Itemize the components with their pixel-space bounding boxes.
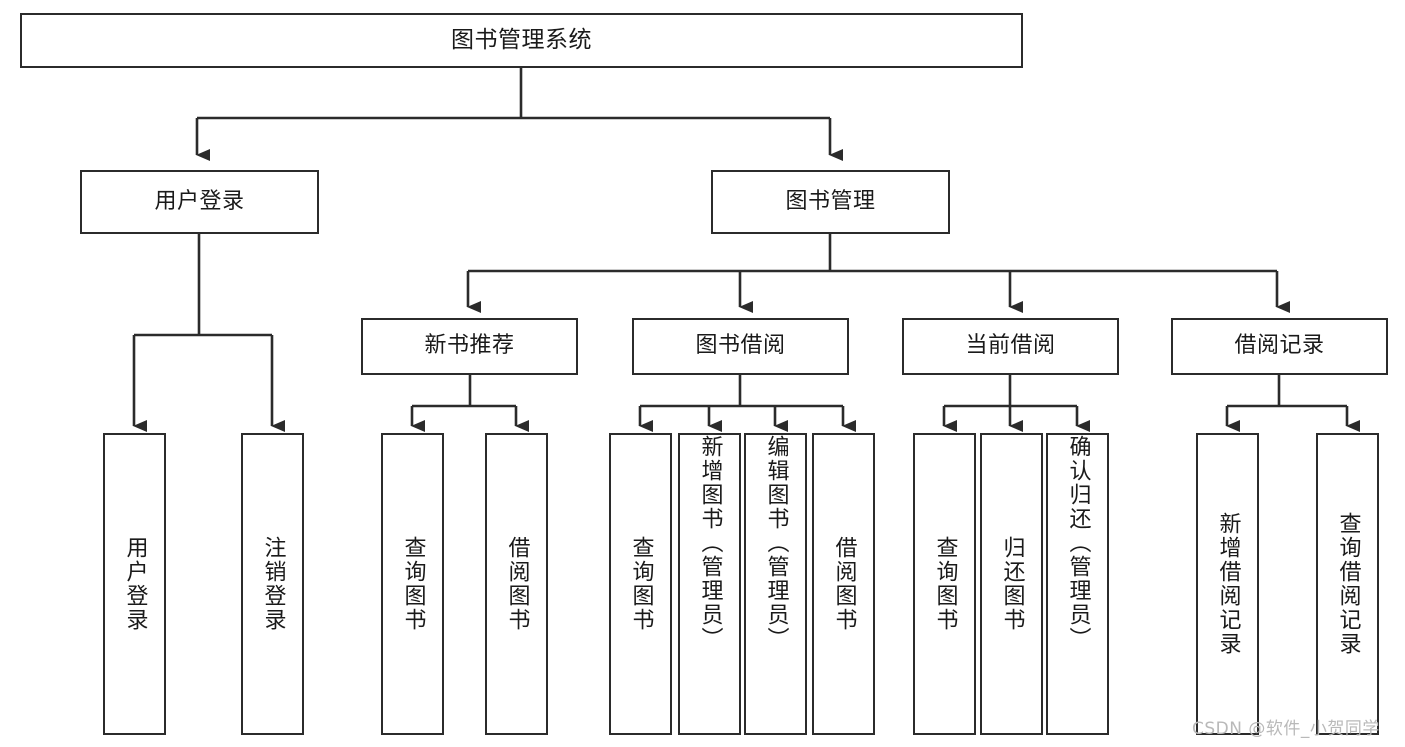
leaf-new-book-query-book[interactable]: 查询图书 xyxy=(381,433,444,735)
node-label: 图书借阅 xyxy=(695,333,786,359)
node-root-book-management-system[interactable]: 图书管理系统 xyxy=(20,13,1023,68)
node-label: 确认归还（管理员） xyxy=(1065,435,1091,651)
node-label: 图书管理 xyxy=(785,188,876,214)
node-label: 注销登录 xyxy=(260,536,286,632)
node-borrow-record[interactable]: 借阅记录 xyxy=(1171,318,1388,375)
leaf-book-borrow-add-book[interactable]: 新增图书（管理员） xyxy=(678,433,741,735)
node-label: 借阅图书 xyxy=(504,536,530,632)
node-label: 借阅图书 xyxy=(831,536,857,632)
leaf-book-borrow-edit-book[interactable]: 编辑图书（管理员） xyxy=(744,433,807,735)
node-label: 图书管理系统 xyxy=(451,26,592,53)
node-label: 编辑图书（管理员） xyxy=(763,435,789,651)
leaf-borrow-record-add-record[interactable]: 新增借阅记录 xyxy=(1196,433,1259,735)
leaf-book-borrow-borrow-book[interactable]: 借阅图书 xyxy=(812,433,875,735)
leaf-borrow-record-query-record[interactable]: 查询借阅记录 xyxy=(1316,433,1379,735)
node-label: 归还图书 xyxy=(999,536,1025,632)
node-label: 查询图书 xyxy=(400,536,426,632)
node-label: 新增图书（管理员） xyxy=(697,435,723,651)
node-book-borrow[interactable]: 图书借阅 xyxy=(632,318,849,375)
node-label: 当前借阅 xyxy=(965,333,1056,359)
node-label: 查询借阅记录 xyxy=(1335,512,1361,656)
node-book-management[interactable]: 图书管理 xyxy=(711,170,950,234)
node-label: 用户登录 xyxy=(122,536,148,632)
csdn-watermark: CSDN @软件_小贺同学 xyxy=(1192,719,1380,739)
node-label: 借阅记录 xyxy=(1234,333,1325,359)
leaf-book-borrow-query-book[interactable]: 查询图书 xyxy=(609,433,672,735)
node-new-book-recommend[interactable]: 新书推荐 xyxy=(361,318,578,375)
leaf-current-borrow-query-book[interactable]: 查询图书 xyxy=(913,433,976,735)
node-label: 新增借阅记录 xyxy=(1215,512,1241,656)
leaf-current-borrow-return-book[interactable]: 归还图书 xyxy=(980,433,1043,735)
node-user-login[interactable]: 用户登录 xyxy=(80,170,319,234)
leaf-current-borrow-confirm-return[interactable]: 确认归还（管理员） xyxy=(1046,433,1109,735)
leaf-user-login-logout[interactable]: 注销登录 xyxy=(241,433,304,735)
node-label: 查询图书 xyxy=(932,536,958,632)
leaf-new-book-borrow-book[interactable]: 借阅图书 xyxy=(485,433,548,735)
node-label: 查询图书 xyxy=(628,536,654,632)
node-current-borrow[interactable]: 当前借阅 xyxy=(902,318,1119,375)
leaf-user-login-login[interactable]: 用户登录 xyxy=(103,433,166,735)
node-label: 用户登录 xyxy=(154,188,245,214)
node-label: 新书推荐 xyxy=(424,333,515,359)
